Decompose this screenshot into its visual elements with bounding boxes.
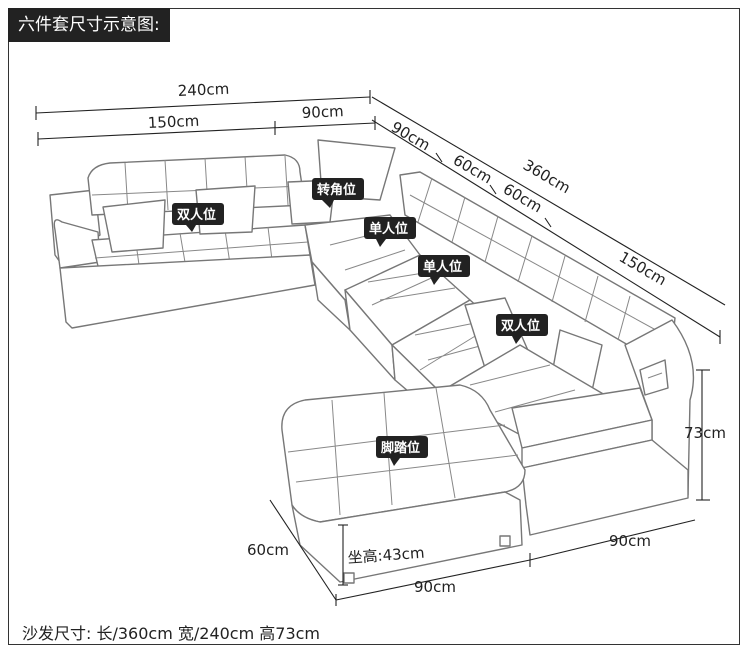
dim-height: 73cm xyxy=(684,424,726,442)
ottoman-foot xyxy=(499,535,511,547)
svg-text:双人位: 双人位 xyxy=(177,207,216,223)
dim-chaise-section: 150cm xyxy=(616,248,670,289)
tag-corner-seat: 转角位 xyxy=(312,178,364,208)
size-summary: 沙发尺寸: 长/360cm 宽/240cm 高73cm xyxy=(22,624,321,643)
tag-double-seat-left: 双人位 xyxy=(172,203,224,232)
svg-text:转角位: 转角位 xyxy=(317,182,356,198)
dimension-lines xyxy=(35,90,726,606)
dim-overall-width: 240cm xyxy=(177,80,229,100)
tag-single-seat-2: 单人位 xyxy=(418,255,470,285)
ottoman-foot xyxy=(343,572,355,584)
dim-ottoman-depth: 60cm xyxy=(247,541,289,559)
tag-single-seat-1: 单人位 xyxy=(364,217,416,247)
svg-text:脚踏位: 脚踏位 xyxy=(381,440,420,456)
diagram-frame xyxy=(8,8,740,645)
tag-ottoman: 脚踏位 xyxy=(376,436,428,466)
ottoman-base xyxy=(291,491,523,583)
tag-double-seat-right: 双人位 xyxy=(496,314,548,344)
left-pillow-1 xyxy=(102,199,166,253)
diagram-title: 六件套尺寸示意图: xyxy=(8,8,170,42)
svg-text:双人位: 双人位 xyxy=(501,318,540,334)
dim-ottoman-width: 90cm xyxy=(414,578,456,596)
chaise-base xyxy=(521,439,689,536)
svg-text:单人位: 单人位 xyxy=(423,259,462,275)
dim-seat-height: 坐高:43cm xyxy=(347,544,425,567)
svg-text:单人位: 单人位 xyxy=(369,221,408,237)
left-sofa-base xyxy=(59,254,316,329)
dim-left-section: 150cm xyxy=(147,112,199,132)
sofa-illustration xyxy=(49,139,695,584)
dim-chaise-width: 90cm xyxy=(609,532,651,550)
dim-corner-width: 90cm xyxy=(301,102,344,122)
